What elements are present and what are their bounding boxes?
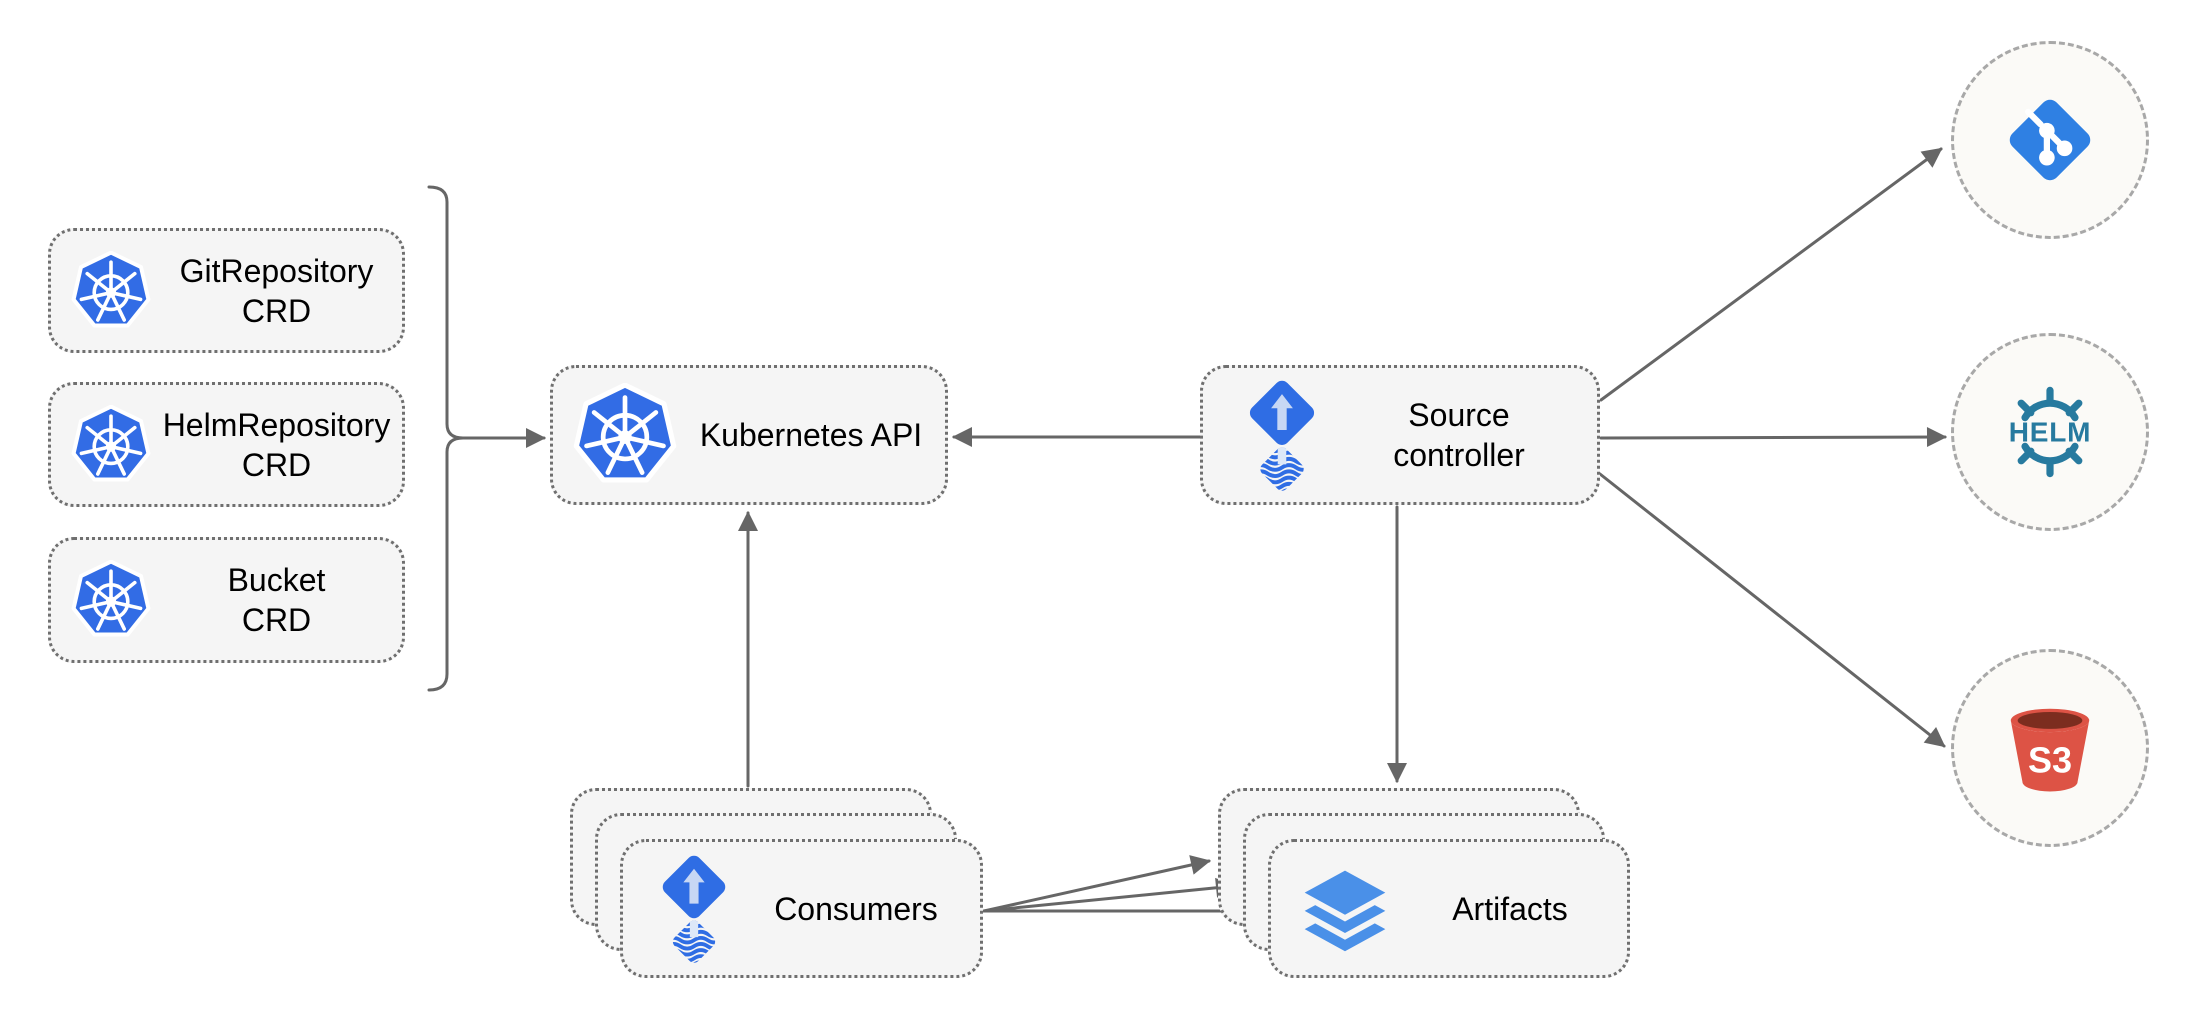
edge-source-controller-to-git	[1599, 147, 1943, 402]
layers-icon	[1297, 861, 1393, 957]
git-icon	[1998, 88, 2102, 192]
external-helm-repository: HELM	[1951, 333, 2149, 531]
node-source-controller: Source controller	[1200, 365, 1600, 505]
edge-consumers-to-artifacts-1	[982, 855, 1211, 913]
node-consumers: Consumers	[620, 839, 983, 978]
node-helmrepository-crd: HelmRepository CRD	[48, 382, 405, 507]
node-kubernetes-api: Kubernetes API	[550, 365, 948, 505]
kubernetes-icon	[71, 250, 151, 331]
external-git-repository	[1951, 41, 2149, 239]
helm-icon: HELM	[1994, 386, 2106, 478]
kubernetes-icon	[573, 383, 677, 487]
node-label: Consumers	[774, 890, 938, 927]
flux-icon	[656, 852, 732, 966]
edge-source-controller-to-helm	[1599, 427, 1947, 448]
node-label: Kubernetes API	[699, 417, 923, 453]
crd-group-bracket	[427, 185, 464, 692]
s3-icon: S3	[1997, 695, 2103, 801]
node-label: HelmRepository CRD	[162, 406, 391, 483]
node-label: Source controller	[1393, 397, 1525, 473]
node-label: Artifacts	[1452, 890, 1568, 927]
kubernetes-icon	[71, 404, 151, 485]
node-artifacts: Artifacts	[1268, 839, 1630, 978]
flux-icon	[1243, 377, 1321, 494]
helm-label: HELM	[2009, 417, 2092, 448]
edge-source-controller-to-s3	[1598, 472, 1946, 748]
node-label: Bucket CRD	[227, 562, 326, 638]
external-s3-bucket: S3	[1951, 649, 2149, 847]
s3-label: S3	[2028, 739, 2072, 780]
edge-consumers-to-artifacts-2	[982, 877, 1236, 913]
node-bucket-crd: Bucket CRD	[48, 537, 405, 663]
node-gitrepository-crd: GitRepository CRD	[48, 228, 405, 353]
node-label: GitRepository CRD	[179, 252, 374, 329]
kubernetes-icon	[71, 560, 151, 640]
